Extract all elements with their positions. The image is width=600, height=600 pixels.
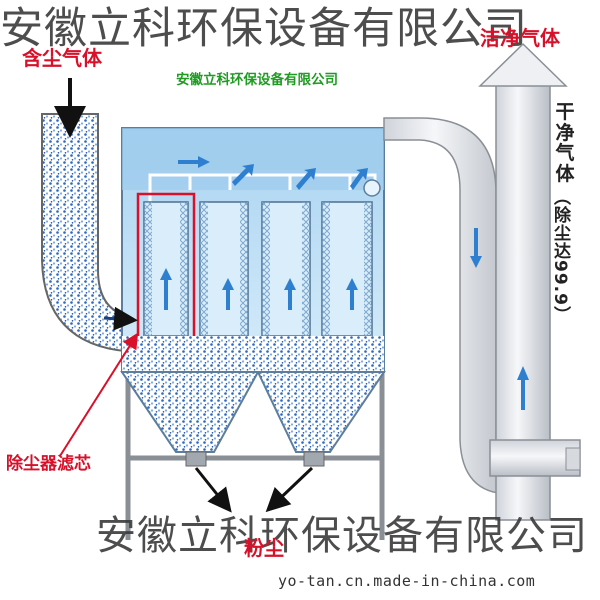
hopper-left (120, 371, 260, 453)
filter-pointer-line (59, 332, 139, 457)
support-frame (125, 370, 385, 540)
watermark-bottom: 安徽立科环保设备有限公司 (96, 513, 588, 559)
flow-arrows (54, 78, 529, 410)
hopper-left-outlet (185, 451, 207, 467)
filter-cartridge-label: 除尘器滤芯 (6, 454, 91, 474)
company-name-label: 安徽立科环保设备有限公司 (176, 72, 338, 88)
stack-cap (478, 42, 568, 87)
dust-label: 粉尘 (244, 536, 284, 560)
dust-arrow-right (265, 466, 314, 513)
watermark-top: 安徽立科环保设备有限公司 (0, 4, 528, 54)
hopper-right-outlet (303, 451, 325, 467)
dust-arrow-left (194, 467, 232, 513)
dusty-gas-label: 含尘气体 (22, 46, 102, 70)
filter-cartridges (143, 201, 373, 337)
clean-air-plenum (122, 128, 384, 190)
outlet-duct (383, 117, 511, 495)
dry-gas-label: 干净气体 (555, 101, 575, 185)
stack-flange (565, 447, 581, 471)
removal-rate-label: （除尘达99.9） (550, 188, 570, 324)
dust-layer (122, 336, 384, 372)
source-url-label: yo-tan.cn.made-in-china.com (278, 572, 536, 590)
clean-gas-label: 洁净气体 (480, 26, 560, 50)
stack-base (489, 439, 581, 477)
hopper-right (256, 371, 386, 453)
pulse-valve (363, 179, 381, 197)
